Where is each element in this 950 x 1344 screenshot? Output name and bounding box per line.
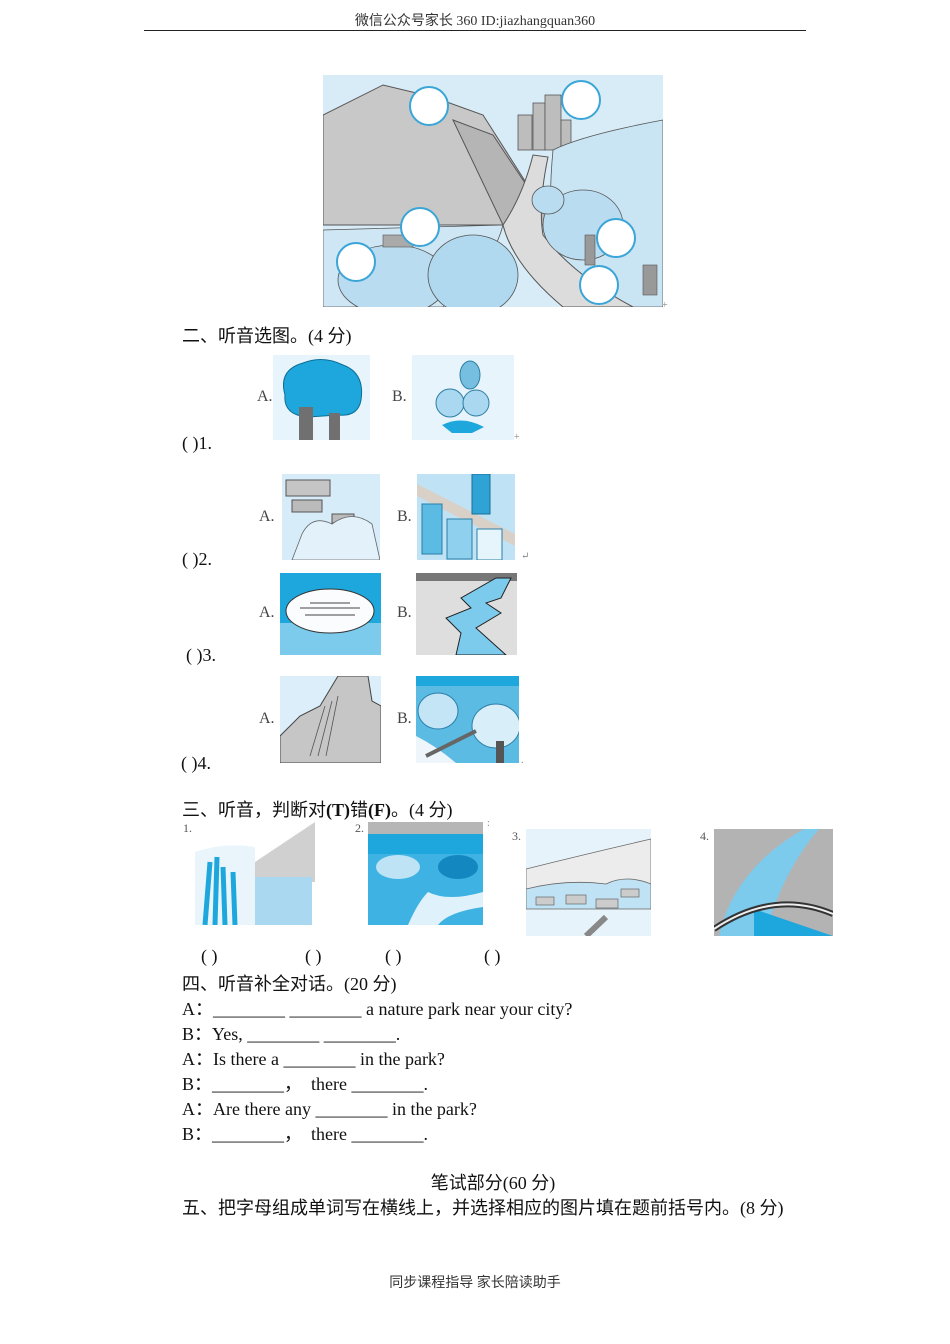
option-b-label: B. [397, 710, 412, 727]
picture-lake[interactable] [280, 573, 381, 655]
answer-bracket-item3[interactable]: ( ) [385, 946, 402, 966]
picture-river-bridge[interactable] [714, 829, 833, 936]
picture-river[interactable] [416, 573, 517, 655]
answer-bracket-q3[interactable]: ( )3. [186, 645, 216, 665]
option-b-label: B. [397, 508, 412, 525]
paragraph-mark: : [487, 818, 490, 829]
dialogue-line-4[interactable]: B：________， there ________. [182, 1074, 428, 1094]
option-a-label: A. [259, 604, 275, 621]
scene-picture [323, 75, 663, 307]
picture-flowers-butterfly[interactable] [412, 355, 514, 440]
picture-lake-reeds[interactable] [195, 822, 315, 925]
paragraph-mark: ↵ [521, 551, 530, 562]
section-2-title: 二、听音选图。(4 分) [182, 326, 352, 346]
answer-bracket-q2[interactable]: ( )2. [182, 549, 212, 569]
item-number: 4. [700, 829, 709, 843]
picture-tree[interactable] [273, 355, 370, 440]
header-divider [144, 30, 806, 31]
dialogue-line-2[interactable]: B：Yes, ________ ________. [182, 1024, 401, 1044]
dialogue-line-5[interactable]: A：Are there any ________ in the park? [182, 1099, 477, 1119]
paragraph-mark: + [662, 300, 668, 311]
answer-bracket-item2[interactable]: ( ) [305, 946, 322, 966]
answer-bracket-item1[interactable]: ( ) [201, 946, 218, 966]
item-number: 1. [183, 821, 192, 835]
section-3-title-part: 三、听音，判断对 [182, 800, 326, 820]
section-4-title: 四、听音补全对话。(20 分) [182, 974, 397, 994]
answer-bracket-q1[interactable]: ( )1. [182, 433, 212, 453]
picture-village-hills[interactable] [526, 829, 651, 936]
paragraph-mark: . [521, 755, 524, 766]
picture-city-buildings[interactable] [417, 474, 515, 560]
answer-bracket-item4[interactable]: ( ) [484, 946, 501, 966]
dialogue-line-1[interactable]: A：________ ________ a nature park near y… [182, 999, 573, 1019]
picture-mountain[interactable] [280, 676, 381, 763]
section-3-title-part: 。(4 分) [390, 800, 453, 820]
option-b-label: B. [392, 388, 407, 405]
section-3-title: 三、听音，判断对(T)错(F)。(4 分) [182, 796, 452, 822]
option-a-label: A. [259, 710, 275, 727]
section-5-title: 五、把字母组成单词写在横线上，并选择相应的图片填在题前括号内。(8 分) [182, 1198, 784, 1218]
option-a-label: A. [259, 508, 275, 525]
dialogue-line-6[interactable]: B：________， there ________. [182, 1124, 428, 1144]
paragraph-mark: + [514, 432, 520, 443]
section-3-title-part: (T) [326, 800, 350, 820]
item-number: 3. [512, 829, 521, 843]
section-3-title-part: 错 [350, 800, 368, 820]
dialogue-line-3[interactable]: A：Is there a ________ in the park? [182, 1049, 445, 1069]
option-b-label: B. [397, 604, 412, 621]
picture-village-houses[interactable] [282, 474, 380, 560]
written-part-title: 笔试部分(60 分) [430, 1173, 556, 1193]
answer-bracket-q4[interactable]: ( )4. [181, 753, 211, 773]
section-3-title-part: (F) [368, 800, 391, 820]
item-number: 2. [355, 821, 364, 835]
picture-forest-bridge[interactable] [416, 676, 519, 763]
picture-forest-river[interactable] [368, 822, 483, 925]
page-header-text: 微信公众号家长 360 ID:jiazhangquan360 [354, 14, 596, 29]
option-a-label: A. [257, 388, 273, 405]
page-footer-text: 同步课程指导 家长陪读助手 [389, 1276, 561, 1291]
